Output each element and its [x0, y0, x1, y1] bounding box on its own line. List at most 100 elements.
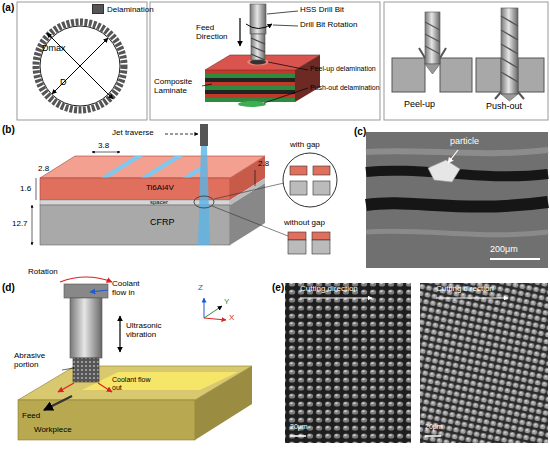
drill-tip [501, 94, 518, 101]
leader-line [62, 368, 74, 370]
annotation-label: Rotation [28, 268, 58, 277]
dimension-label: D [60, 78, 67, 88]
annotation-label: Cutting direction [300, 285, 358, 294]
axis-arrow [204, 306, 222, 318]
annotation-label: Jet traverse [112, 129, 154, 138]
scale-label: 200μm [490, 245, 518, 255]
flute-lines [425, 22, 440, 54]
tool-holder [64, 284, 108, 298]
jet-nozzle [200, 124, 208, 146]
drill-bit [425, 12, 440, 64]
annotation-label: HSS Drill Bit [300, 6, 344, 15]
particle-shape [428, 160, 460, 182]
panel-frame [384, 2, 548, 120]
leader-line [273, 25, 298, 26]
laminate-layer [205, 70, 295, 74]
annotation-label: Coolant flow in [112, 280, 156, 298]
dimension-line [255, 170, 256, 186]
surface-micrograph [420, 283, 548, 443]
coolant-out-arrow [58, 383, 74, 392]
annotation-label: Drill Bit Rotation [300, 21, 357, 30]
panel-letter: (c) [354, 126, 366, 137]
dimension-line [36, 178, 37, 200]
drill-bit [501, 8, 518, 94]
panel-letter: (b) [2, 124, 15, 135]
annotation-label: Feed [22, 412, 40, 421]
direction-arrow [436, 298, 508, 299]
panel-frame [150, 2, 380, 120]
jet-cut [100, 156, 143, 178]
rotation-arrow [60, 277, 112, 282]
laminate-section [518, 58, 544, 92]
annotation-label: Composite Laminate [154, 78, 202, 96]
annotation-label: Push-out delamination [310, 84, 380, 92]
ti-plate-top [40, 156, 265, 178]
axis-arrow [204, 318, 226, 320]
ti-section [313, 166, 330, 175]
leader-line [264, 88, 308, 103]
detail-line [214, 183, 284, 199]
material-label: CFRP [150, 218, 175, 228]
axis-arrow [204, 298, 205, 318]
axis-label: Y [224, 298, 229, 307]
detail-line [212, 206, 288, 236]
axis-label: X [229, 314, 234, 323]
legend-text: Delamination [107, 5, 154, 14]
dimension-label: 1.6 [20, 185, 31, 194]
traverse-line [165, 134, 198, 135]
feed-arrow [44, 396, 72, 410]
ti-section [290, 166, 307, 175]
dimension-label: Dmax [42, 44, 66, 54]
ti-section [288, 232, 306, 240]
dimension-line [32, 205, 33, 245]
abrasive-portion [73, 358, 99, 382]
laminate-section [392, 58, 425, 92]
drill-flute [251, 34, 265, 60]
material-label: Ti6Al4V [146, 184, 174, 193]
annotation-label: Feed Direction [196, 24, 236, 42]
scale-bar [490, 258, 540, 260]
panel-letter: (e) [272, 282, 284, 293]
laminate-layer [205, 82, 295, 86]
dimension-line [47, 33, 113, 99]
annotation-label: with gap [290, 141, 320, 150]
rotation-arrow [246, 24, 272, 29]
hole-outline [40, 26, 120, 106]
flute-lines [501, 16, 518, 82]
legend-row: Delamination [92, 4, 154, 14]
laminate-layer [205, 86, 295, 90]
scale-bar [425, 435, 441, 437]
cfrp-section [313, 181, 330, 195]
cfrp-section [288, 240, 306, 254]
water-jet [198, 146, 210, 245]
dimension-line [92, 152, 120, 153]
laminate-section [440, 58, 472, 92]
axis-label: Z [198, 284, 203, 293]
annotation-label: Cutting direction [436, 285, 494, 294]
annotation-label: Push-out [486, 102, 522, 112]
laminate-layer [205, 78, 295, 82]
annotation-label: Workpiece [34, 426, 72, 435]
scale-label: 20μm [425, 423, 443, 431]
dimension-label: 2.8 [38, 165, 49, 174]
surface-micrograph [285, 283, 411, 443]
pointer-arrow [448, 150, 458, 163]
panel-letter: (d) [2, 282, 15, 293]
tool-body [70, 298, 102, 358]
coolant-out-arrow [98, 383, 112, 392]
annotation-label: Peel-up delamination [310, 65, 376, 73]
annotation-label: particle [450, 137, 479, 147]
dimension-label: 2.8 [258, 160, 269, 169]
panel-frame [17, 2, 147, 120]
direction-arrow [300, 298, 372, 299]
flute-lines [251, 38, 265, 60]
cfrp-section [290, 181, 307, 195]
leader-line [268, 62, 308, 70]
workpiece-side [195, 366, 252, 440]
workpiece-front [18, 400, 195, 440]
feed-arrow [239, 18, 240, 46]
laminate-layer [205, 90, 295, 94]
scale-label: 20μm [290, 423, 308, 431]
leader-line [267, 11, 298, 14]
